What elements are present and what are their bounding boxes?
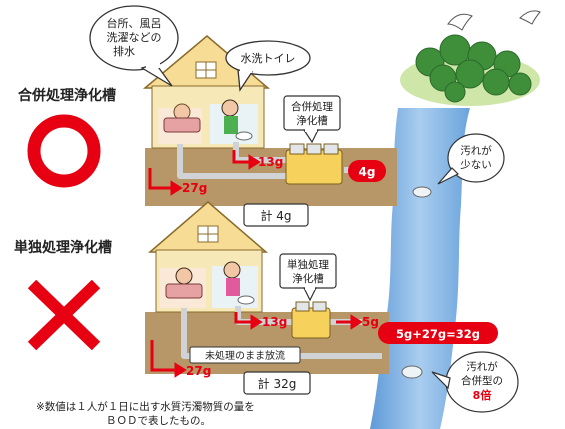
river-note-single-emphasis: 8倍 bbox=[473, 388, 492, 402]
callout-toilet: 水洗トイレ bbox=[225, 40, 311, 92]
tank-label-combined-line-2: 浄化槽 bbox=[296, 114, 328, 127]
total-box-combined: 計 4g bbox=[243, 203, 309, 227]
discharge-badge-combined: 4g bbox=[348, 160, 386, 182]
toilet-load-combined: 13g bbox=[258, 155, 283, 169]
untreated-label: 未処理のまま放流 bbox=[205, 349, 285, 362]
total-combined: 計 4g bbox=[260, 208, 291, 223]
arrow-kitchen-combined bbox=[148, 168, 183, 196]
untreated-label-box: 未処理のまま放流 bbox=[189, 346, 301, 364]
tank-label-single-line-2: 浄化槽 bbox=[292, 272, 324, 285]
arrow-treated-single bbox=[336, 314, 363, 330]
river-note-combined: 汚れが 少ない bbox=[437, 133, 505, 185]
bird-icon bbox=[447, 10, 541, 31]
river-note-single-line-2: 合併型の bbox=[461, 374, 503, 387]
tank-label-single: 単独処理 浄化槽 bbox=[279, 253, 337, 302]
total-box-single: 計 32g bbox=[243, 371, 311, 395]
footnote-line-1: ※数値は１人が１日に出す水質汚濁物質の量を bbox=[36, 400, 255, 413]
verdict-circle-mark bbox=[27, 114, 101, 188]
callout-bath-line-1: 台所、風呂 bbox=[107, 16, 162, 30]
discharge-single: 5g+27g=32g bbox=[396, 327, 480, 341]
tank-label-combined-line-1: 合併処理 bbox=[291, 100, 333, 113]
treated-out-single: 5g bbox=[362, 315, 379, 329]
fish-icon bbox=[401, 186, 432, 379]
discharge-badge-single: 5g+27g=32g bbox=[378, 322, 498, 344]
title-single: 単独処理浄化槽 bbox=[14, 239, 112, 256]
callout-bath: 台所、風呂 洗濯などの 排水 bbox=[89, 5, 179, 87]
arrow-toilet-single bbox=[234, 312, 263, 330]
tank-single bbox=[291, 301, 331, 339]
title-combined: 合併処理浄化槽 bbox=[18, 87, 116, 104]
verdict-cross-mark bbox=[27, 279, 101, 351]
river-note-single: 汚れが 合併型の 8倍 bbox=[431, 351, 519, 413]
toilet-load-single: 13g bbox=[262, 315, 287, 329]
tank-label-single-line-1: 単独処理 bbox=[287, 258, 329, 271]
tank-label-combined: 合併処理 浄化槽 bbox=[283, 95, 341, 144]
kitchen-load-single: 27g bbox=[186, 364, 211, 378]
river-note-single-line-1: 汚れが bbox=[466, 360, 498, 373]
tank-combined bbox=[285, 143, 343, 185]
callout-bath-line-2: 洗濯などの bbox=[107, 31, 162, 44]
footnote-line-2: ＢＯＤで表したもの。 bbox=[106, 414, 211, 427]
forest-illustration bbox=[400, 34, 540, 106]
arrow-toilet-combined bbox=[232, 150, 261, 170]
callout-toilet-text: 水洗トイレ bbox=[241, 52, 296, 65]
total-single: 計 32g bbox=[258, 376, 297, 391]
callout-bath-line-3: 排水 bbox=[113, 44, 135, 58]
river-note-combined-line-2: 少ない bbox=[460, 159, 492, 171]
river-note-combined-line-1: 汚れが bbox=[460, 144, 492, 157]
arrow-kitchen-single bbox=[150, 340, 187, 378]
house-single bbox=[147, 201, 269, 313]
kitchen-load-combined: 27g bbox=[182, 181, 207, 195]
discharge-combined: 4g bbox=[359, 165, 376, 179]
